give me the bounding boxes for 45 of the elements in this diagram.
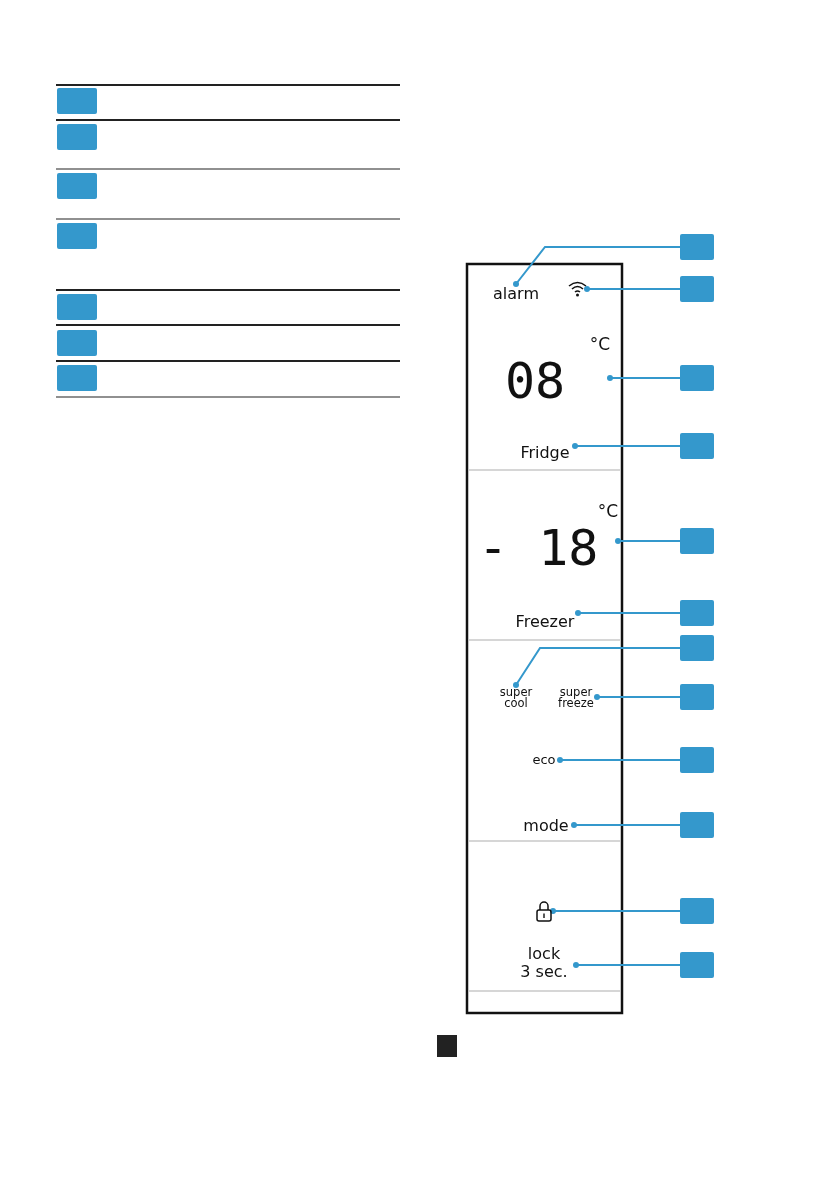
segment-digits: - 18 [478,523,599,573]
leader-line [607,375,681,381]
display-label: mode [518,814,574,838]
callout-badge [57,124,97,150]
leader-line [550,908,681,914]
unit-label: °C [589,336,610,353]
leader-line [571,822,681,828]
leader-line [584,286,681,292]
callout-badge [680,600,714,626]
leader-line [513,647,681,688]
callout-badge [680,812,714,838]
display-label: Freezer [512,610,578,634]
leader-line [573,962,681,968]
callout-badge [680,684,714,710]
callout-badge [680,635,714,661]
callout-badge [680,747,714,773]
callout-badge [680,952,714,978]
display-label: super freeze [555,685,597,711]
unit-label: °C [597,503,618,520]
leader-line [572,443,681,449]
leader-line [557,757,681,763]
callout-badge [680,898,714,924]
callout-badge [680,528,714,554]
callout-badge [57,88,97,114]
leader-line [615,538,681,544]
display-label: alarm [494,284,538,304]
display-label: eco [528,750,560,770]
callout-badge [57,223,97,249]
callout-badge [680,234,714,260]
display-label: super cool [497,685,535,711]
display-label: Fridge [515,442,575,464]
segment-digits: 08 [505,356,566,406]
callout-badge [680,365,714,391]
padlock-icon [535,900,553,922]
leader-line [594,694,681,700]
leader-line [575,610,681,616]
display-label: lock 3 sec. [512,940,576,986]
callout-badge [57,330,97,356]
leader-line [513,246,681,287]
callout-badge [57,365,97,391]
wifi-icon [568,280,587,297]
callout-badge [680,433,714,459]
callout-badge [680,276,714,302]
callout-badge [57,294,97,320]
callout-badge [57,173,97,199]
